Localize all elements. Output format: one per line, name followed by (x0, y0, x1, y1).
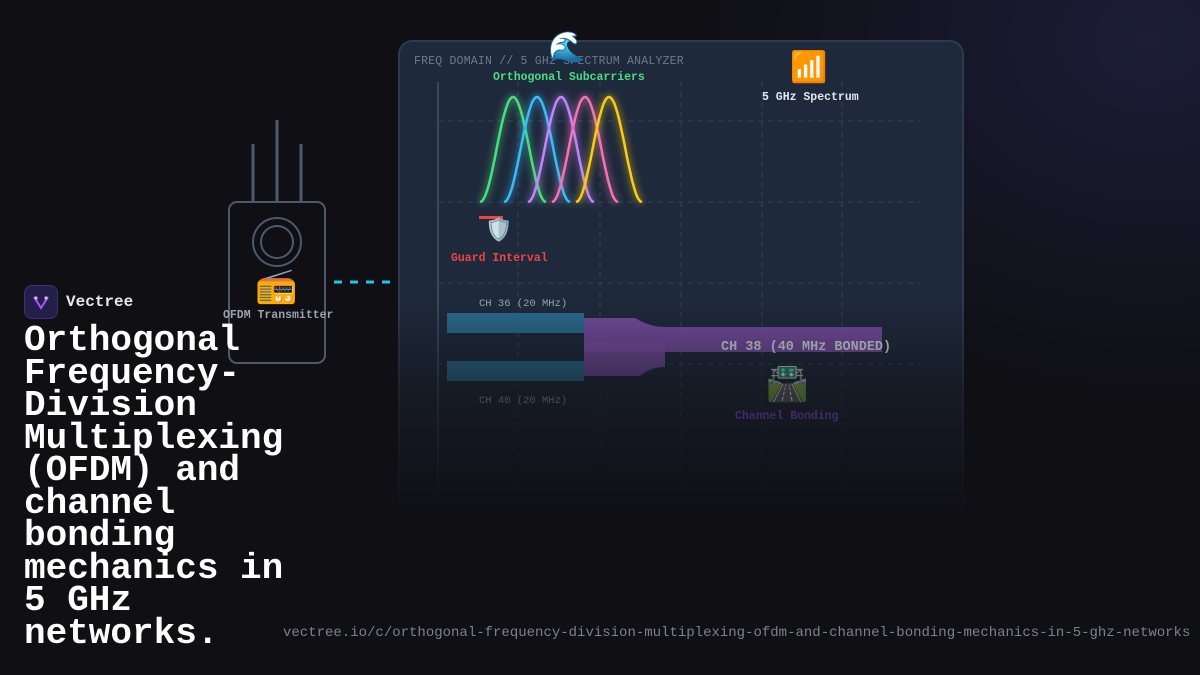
shield-icon: 🛡️ (485, 218, 513, 243)
signal-bars-icon: 📶 (790, 50, 828, 85)
brand-name: Vectree (66, 293, 134, 311)
ch40-bar (447, 361, 584, 381)
subcarrier-curve (527, 95, 595, 204)
page-url: vectree.io/c/orthogonal-frequency-divisi… (283, 625, 1191, 641)
analyzer-title: FREQ DOMAIN // 5 GHz SPECTRUM ANALYZER (414, 55, 684, 68)
ch36-bar (447, 313, 584, 333)
guard-interval-bar (479, 216, 503, 219)
subcarriers-label: Orthogonal Subcarriers (493, 71, 645, 84)
channel-bonding-label: Channel Bonding (735, 410, 839, 423)
bonded-channel-label: CH 38 (40 MHz BONDED) (721, 340, 892, 355)
highway-icon: 🛣️ (766, 364, 809, 404)
transmitter-label: OFDM Transmitter (223, 309, 334, 322)
bonded-channel-lower (584, 342, 665, 376)
brand: Vectree (24, 285, 133, 319)
spectrum-label: 5 GHz Spectrum (762, 91, 859, 104)
wave-icon: 🌊 (548, 30, 586, 65)
ch36-label: CH 36 (20 MHz) (479, 298, 568, 310)
ch40-label: CH 40 (20 MHz) (479, 395, 568, 407)
radio-icon: 📻 (255, 266, 298, 306)
subcarrier-curve (479, 95, 547, 204)
transmitter-device (228, 120, 392, 364)
subcarrier-curve (503, 95, 571, 204)
vectree-logo-icon (24, 285, 58, 319)
subcarrier-curve (551, 95, 619, 204)
subcarrier-curve (575, 95, 643, 204)
headline: Orthogonal Frequency-Division Multiplexi… (24, 320, 284, 654)
guard-interval-label: Guard Interval (451, 252, 548, 265)
